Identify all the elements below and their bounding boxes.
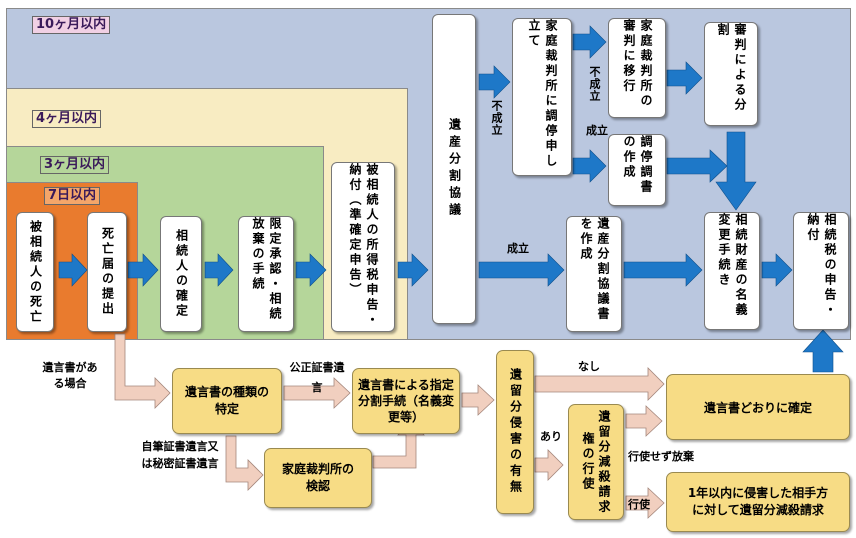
arrow-forced-to-claimright	[534, 449, 564, 481]
forced-share-claim-right: 遺留分減殺請求権の行使	[568, 404, 624, 520]
period-7-days-label: 7日以内	[44, 187, 101, 205]
label-if-will-exists: 遺言書がある場合	[42, 361, 98, 390]
label-failed-mediation: 不成立	[588, 66, 601, 102]
step-mediation-filing: 家庭裁判所に調停申し立て	[512, 18, 572, 176]
step-name-registration: 相続財産の名義変更手続き	[704, 212, 760, 330]
arrow-claimright-to-aswill	[625, 405, 663, 437]
arrow-record-to-registration	[666, 149, 728, 183]
label-notarial-will: 公正証書遺言	[289, 361, 345, 394]
forced-share-claim: 1年以内に侵害した相手方に対して遺留分減殺請求	[666, 472, 850, 532]
arrow-notice-down-to-identify	[114, 333, 171, 409]
label-failed-division: 不成立	[490, 100, 503, 136]
step-agreement-document: 遺産分割協議書を作成	[566, 216, 622, 332]
arrow-registration-to-tax	[761, 253, 793, 287]
step-heir-confirmation: 相続人の確定	[160, 216, 202, 332]
arrow-trial-division-down	[715, 131, 757, 211]
arrow-limited-to-incometax	[295, 253, 327, 287]
label-none: なし	[578, 360, 600, 373]
step-income-tax: 被相続人の所得税申告・納付（準確定申告）	[331, 162, 395, 332]
period-10-months-label: 10ヶ月以内	[32, 16, 111, 34]
forced-share-infringement: 遺留分侵害の有無	[496, 350, 534, 514]
arrow-heirs-to-limited	[204, 253, 234, 287]
period-3-months-label: 3ヶ月以内	[40, 156, 110, 174]
step-mediation-record: 調停調書の作成	[608, 134, 666, 206]
arrow-designated-to-forced	[461, 384, 495, 416]
arrow-mediation-to-trial	[572, 25, 607, 59]
arrow-notice-to-heirs	[127, 253, 159, 287]
confirm-as-will: 遺言書どおりに確定	[666, 374, 850, 440]
label-not-exercised: 行使せず放棄	[628, 450, 694, 463]
arrow-death-to-notice	[58, 253, 88, 287]
arrow-claimright-to-claim	[625, 487, 665, 519]
arrow-incometax-to-division	[397, 253, 429, 287]
label-holograph-will: 自筆証書遺言又は秘密証書遺言	[141, 440, 219, 470]
label-exists: あり	[540, 430, 562, 443]
step-death: 被相続人の死亡	[16, 212, 54, 332]
family-court-inspection: 家庭裁判所の検認	[264, 448, 372, 508]
arrow-will-to-tax-up	[802, 329, 844, 373]
arrow-division-to-agreement	[478, 253, 565, 287]
label-exercised: 行使	[628, 498, 650, 511]
step-death-notice: 死亡届の提出	[87, 212, 127, 332]
designated-division-procedure: 遺言書による指定分割手続（名義変更等）	[352, 368, 460, 434]
label-settled-division: 成立	[507, 242, 529, 255]
will-type-identification: 遺言書の種類の特定	[172, 368, 282, 434]
arrow-agreement-to-registration	[623, 253, 703, 287]
arrow-division-to-mediation	[478, 65, 511, 99]
period-4-months-label: 4ヶ月以内	[32, 110, 102, 128]
arrow-identify-to-designated	[283, 377, 351, 409]
step-division-agreement: 遺産分割協議	[432, 14, 476, 324]
arrow-forced-to-aswill	[534, 367, 665, 401]
step-limited-acceptance: 限定承認・相続放棄の手続	[238, 216, 294, 332]
step-trial-transfer: 家庭裁判所の審判に移行	[608, 18, 666, 118]
label-settled-mediation: 成立	[586, 124, 608, 137]
arrow-trial-to-division	[666, 61, 703, 95]
step-inheritance-tax: 相続税の申告・納付	[793, 212, 849, 330]
arrow-identify-down-to-inspection	[225, 435, 264, 491]
step-trial-division: 審判による分割	[704, 22, 758, 126]
arrow-mediation-to-record	[572, 149, 607, 183]
